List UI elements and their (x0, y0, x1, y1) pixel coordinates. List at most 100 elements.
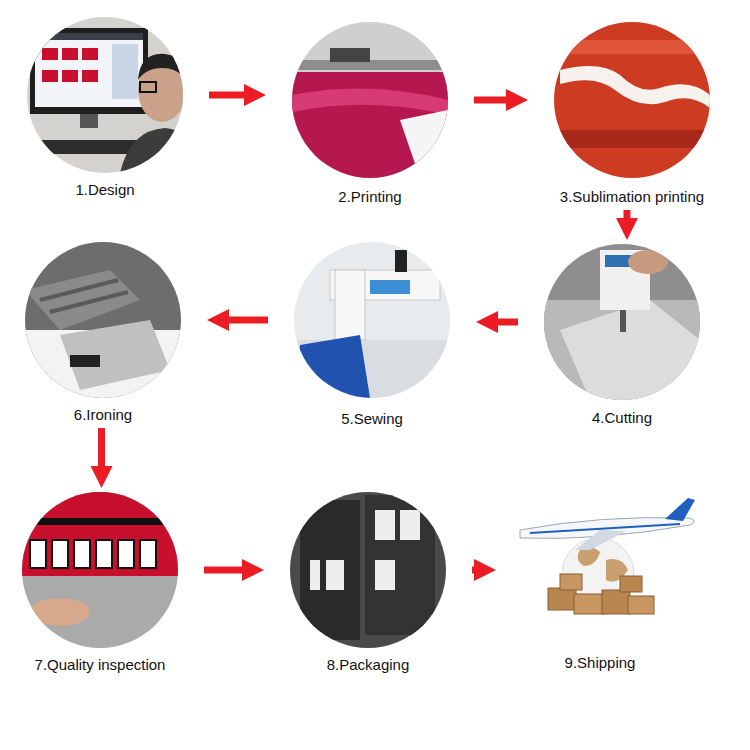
jersey (60, 320, 170, 390)
cutting-photo (544, 244, 700, 400)
photo-area (0, 492, 200, 656)
fabric-fold (292, 89, 448, 115)
step-label: 3.Sublimation printing (532, 188, 732, 206)
flow-arrow (624, 210, 631, 218)
design-block (82, 70, 98, 82)
box (548, 588, 576, 610)
process-step: 8.Packaging (268, 492, 468, 674)
photo-area (3, 242, 203, 406)
plane-wing (575, 530, 626, 550)
plane-stripe (530, 524, 680, 533)
process-step: 5.Sewing (272, 242, 472, 428)
transfer-paper (560, 66, 710, 108)
print-head (330, 48, 370, 62)
photo-area (5, 17, 205, 181)
process-step: 7.Quality inspection (0, 492, 200, 674)
hand (628, 250, 668, 274)
flow-arrow (498, 319, 518, 326)
hair (138, 54, 186, 82)
inspection-photo (22, 492, 178, 648)
design-photo (27, 17, 200, 173)
hand (30, 598, 90, 626)
photo-ground (292, 22, 448, 178)
step-label: 7.Quality inspection (0, 656, 200, 674)
flow-arrow (209, 92, 244, 99)
step-label: 4.Cutting (522, 409, 722, 427)
photo-area (268, 492, 468, 656)
keyboard (40, 140, 140, 154)
step-label: 5.Sewing (272, 410, 472, 428)
box (560, 574, 582, 590)
box (620, 576, 642, 592)
photo-area (532, 22, 732, 188)
shipping-picture (520, 498, 695, 614)
jersey-letter (118, 540, 134, 568)
flow-arrow (474, 97, 506, 104)
machine-head (335, 270, 365, 340)
step-label: 8.Packaging (268, 656, 468, 674)
monitor-stand (80, 114, 98, 128)
step-label: 9.Shipping (500, 654, 700, 672)
step-label: 1.Design (5, 181, 205, 199)
photo-ground (544, 244, 700, 400)
side-panel (112, 44, 138, 99)
step-label: 6.Ironing (3, 406, 203, 424)
stack (300, 500, 360, 640)
number-shape (326, 560, 344, 590)
process-step: 2.Printing (270, 22, 470, 206)
flow-arrow (204, 567, 242, 574)
box (628, 596, 654, 614)
photo-ground (294, 242, 450, 398)
sleeve-stripes (40, 280, 128, 312)
stripe (554, 130, 710, 148)
stripe (554, 40, 710, 54)
process-step: 6.Ironing (3, 242, 203, 424)
sleeve (25, 270, 140, 330)
photo-area (522, 244, 722, 409)
paper (400, 110, 448, 178)
number-shape (310, 560, 320, 590)
fabric (560, 300, 700, 400)
box (574, 594, 604, 614)
packaging-photo (290, 492, 446, 648)
flow-arrow (98, 428, 105, 466)
jersey-letter (30, 540, 46, 568)
spool (395, 250, 407, 272)
printing-photo (292, 22, 448, 178)
number-shape (375, 510, 395, 540)
fabric (292, 72, 448, 178)
fabric (294, 335, 370, 398)
jersey-red (22, 492, 178, 576)
process-step: 3.Sublimation printing (532, 22, 732, 206)
sewing-photo (294, 242, 450, 398)
number-shape (375, 560, 395, 590)
photo-area (500, 490, 700, 654)
design-block (82, 48, 98, 60)
toolbar (35, 33, 143, 40)
jersey-stripe (22, 518, 178, 525)
process-step: 1.Design (5, 17, 205, 199)
printer-body (292, 22, 448, 72)
sublimation-photo (554, 22, 710, 178)
photo-area (272, 242, 472, 410)
plane-tail (665, 498, 695, 521)
step-label: 2.Printing (270, 188, 470, 206)
monitor (30, 28, 148, 114)
design-block (42, 48, 58, 60)
design-block (42, 70, 58, 82)
stack (365, 495, 435, 635)
flow-arrow (229, 317, 268, 324)
ironing-photo (25, 242, 181, 398)
jersey-letter (74, 540, 90, 568)
design-block (62, 48, 78, 60)
photo-ground (554, 22, 710, 178)
machine-panel (370, 280, 410, 294)
number-shape (400, 510, 420, 540)
jersey-letter (52, 540, 68, 568)
screen (35, 33, 143, 107)
photo-ground (25, 242, 181, 398)
process-step: 4.Cutting (522, 244, 722, 427)
